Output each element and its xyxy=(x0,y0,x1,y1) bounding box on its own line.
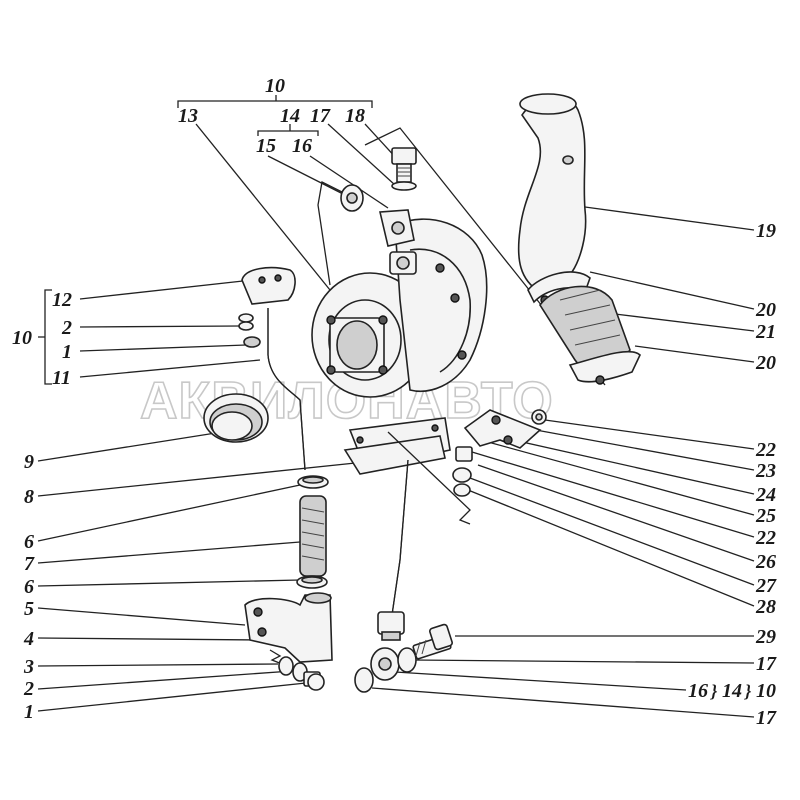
banjo-fitting xyxy=(340,184,415,247)
right-label-24: 24 xyxy=(755,484,776,506)
top-label-15: 15 xyxy=(256,135,276,157)
top-label-17: 17 xyxy=(310,105,331,127)
bolt-18 xyxy=(391,147,417,191)
top-label-13: 13 xyxy=(178,105,198,127)
right-label-21: 21 xyxy=(755,321,776,343)
top-label-16: 16 xyxy=(292,135,312,157)
leader-lines xyxy=(37,123,755,718)
right-label-26: 26 xyxy=(755,551,776,573)
left-label-2b: 2 xyxy=(23,678,34,700)
left-label-1b: 1 xyxy=(24,701,34,723)
bolt-29 xyxy=(412,623,453,660)
br-brace-2: } xyxy=(743,681,752,701)
clamp-20b xyxy=(568,350,641,385)
right-label-19: 19 xyxy=(756,220,776,242)
right-label-20b: 20 xyxy=(755,352,776,374)
hose-clamp-6b xyxy=(296,575,328,589)
right-label-27: 27 xyxy=(755,575,777,597)
washer-1 xyxy=(243,336,261,348)
br-label-16: 16 xyxy=(688,680,708,702)
turbocharger-housing xyxy=(311,218,488,469)
intake-pipe-19 xyxy=(517,93,587,293)
left-label-8: 8 xyxy=(24,486,34,508)
left-bracket-group xyxy=(38,289,52,385)
right-label-23: 23 xyxy=(755,460,776,482)
right-label-29: 29 xyxy=(755,626,776,648)
left-bracket-label-10: 10 xyxy=(12,327,32,349)
left-label-9: 9 xyxy=(24,451,34,473)
bolt-1b xyxy=(303,671,325,691)
left-label-5: 5 xyxy=(24,598,34,620)
br-label-14: 14 xyxy=(722,680,742,702)
flange-12 xyxy=(241,266,296,305)
bracket-24 xyxy=(463,409,542,449)
hose-clamp-6a xyxy=(297,475,329,489)
left-label-4: 4 xyxy=(23,628,34,650)
left-label-12: 12 xyxy=(52,289,72,311)
left-label-3: 3 xyxy=(23,656,34,678)
right-label-28: 28 xyxy=(755,596,776,618)
left-label-6b: 6 xyxy=(24,576,34,598)
union-nut xyxy=(377,611,405,641)
oil-pipe-13 xyxy=(317,181,343,286)
top-label-10: 10 xyxy=(265,75,285,97)
ring-9 xyxy=(203,393,269,443)
right-label-22b: 22 xyxy=(755,527,776,549)
washer-3 xyxy=(278,656,294,676)
elbow-5 xyxy=(244,592,333,663)
nut-26 xyxy=(455,446,473,462)
top-label-18: 18 xyxy=(345,105,365,127)
left-label-2a: 2 xyxy=(61,317,72,339)
top-bracket-group xyxy=(177,95,373,136)
right-label-17a: 17 xyxy=(756,653,777,675)
right-label-22a: 22 xyxy=(755,439,776,461)
gasket-4-mark xyxy=(269,649,283,665)
br-label-10: 10 xyxy=(756,680,776,702)
br-label-17: 17 xyxy=(756,707,777,729)
hose-7 xyxy=(299,495,327,577)
banjo-fitting-bottom xyxy=(354,647,417,693)
washer-28 xyxy=(452,467,472,483)
right-label-20a: 20 xyxy=(755,299,776,321)
top-label-14: 14 xyxy=(280,105,300,127)
right-label-25: 25 xyxy=(755,505,776,527)
left-label-1a: 1 xyxy=(62,341,72,363)
left-label-7: 7 xyxy=(24,553,35,575)
br-brace-1: } xyxy=(709,681,718,701)
coupler-21 xyxy=(539,285,631,370)
left-label-6a: 6 xyxy=(24,531,34,553)
nut-22a xyxy=(531,409,547,425)
gasket-part xyxy=(343,435,446,475)
left-label-11: 11 xyxy=(52,367,71,389)
spring-washer-2 xyxy=(238,313,254,331)
washer-27 xyxy=(453,483,471,497)
